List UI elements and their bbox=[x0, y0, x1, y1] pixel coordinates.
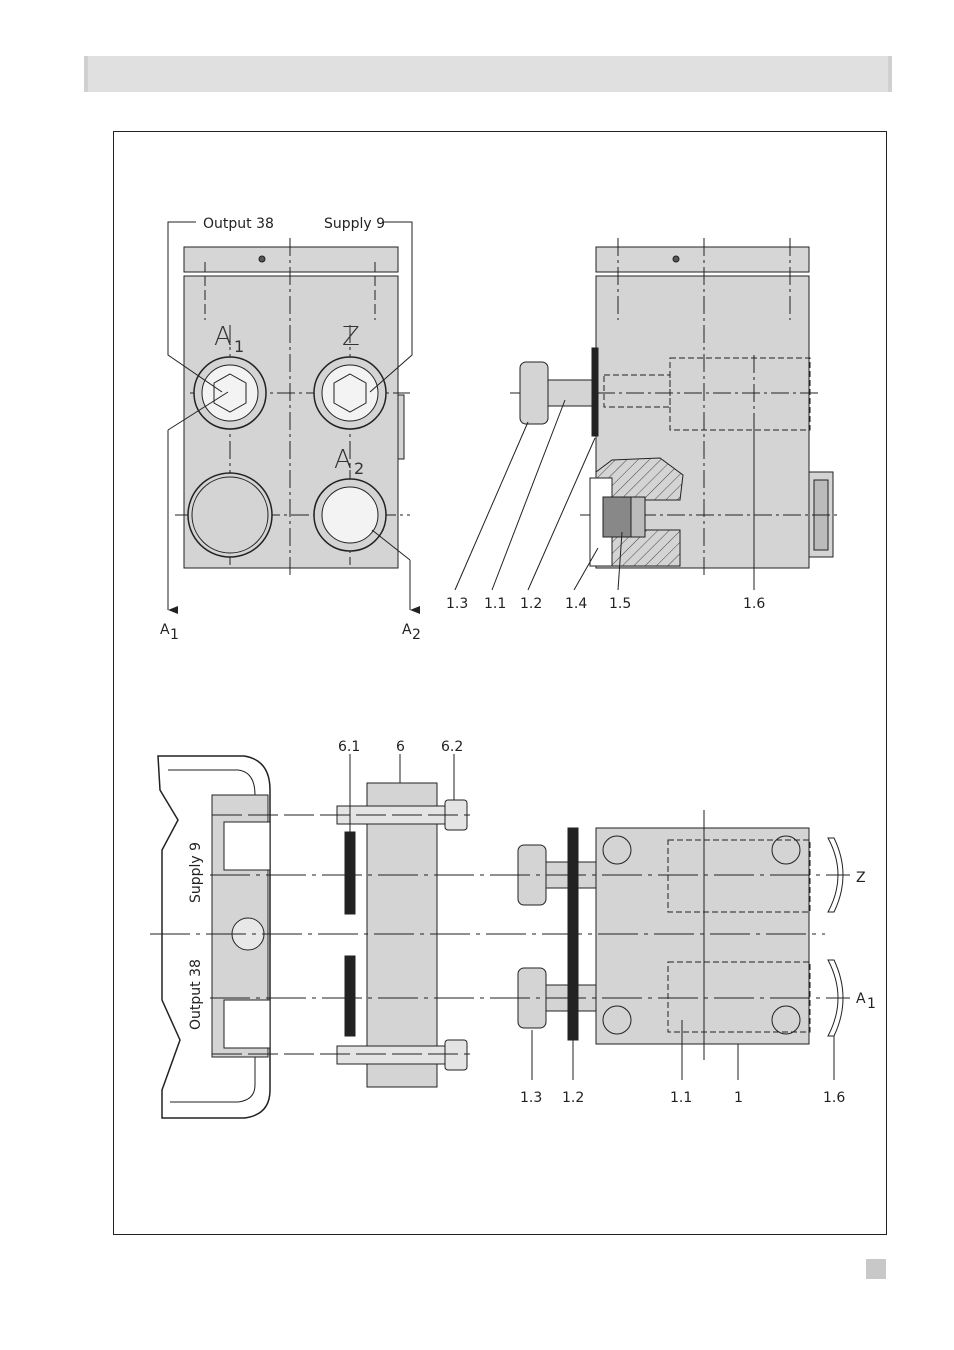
port-a1-label: A bbox=[214, 322, 232, 352]
part-label-6-1: 6.1 bbox=[338, 739, 360, 755]
part-label-1-1-top: 1.1 bbox=[484, 596, 506, 612]
part-label-6-2: 6.2 bbox=[441, 739, 463, 755]
arrow-a2-label: A bbox=[402, 622, 412, 638]
part-label-1-bottom: 1 bbox=[734, 1090, 743, 1106]
part-label-1-5-top: 1.5 bbox=[609, 596, 631, 612]
rotated-output-38: Output 38 bbox=[188, 959, 204, 1030]
port-a2-label: A bbox=[334, 445, 352, 475]
part-label-1-4-top: 1.4 bbox=[565, 596, 587, 612]
arrow-a2-sub: 2 bbox=[412, 627, 421, 643]
top-right-view bbox=[455, 238, 838, 590]
top-right-part-labels: 1.3 1.1 1.2 1.4 1.5 1.6 bbox=[446, 596, 765, 612]
arrow-a1-sub: 1 bbox=[170, 627, 179, 643]
arrow-a1-label: A bbox=[160, 622, 170, 638]
part-label-1-3-top: 1.3 bbox=[446, 596, 468, 612]
part-label-1-1-bottom: 1.1 bbox=[670, 1090, 692, 1106]
part-label-6: 6 bbox=[396, 739, 405, 755]
supply-9-label: Supply 9 bbox=[324, 216, 385, 232]
part-label-1-2-top: 1.2 bbox=[520, 596, 542, 612]
rotated-supply-9: Supply 9 bbox=[188, 842, 204, 903]
right-z-label: Z bbox=[856, 870, 866, 886]
right-a1-sub: 1 bbox=[867, 996, 876, 1012]
part-label-1-6-bottom: 1.6 bbox=[823, 1090, 845, 1106]
top-left-view bbox=[168, 222, 412, 610]
bottom-view bbox=[150, 754, 850, 1118]
port-a1-sub: 1 bbox=[234, 337, 244, 356]
output-38-label: Output 38 bbox=[203, 216, 274, 232]
part-label-1-3-bottom: 1.3 bbox=[520, 1090, 542, 1106]
port-z-label: Z bbox=[342, 322, 360, 352]
part-label-1-2-bottom: 1.2 bbox=[562, 1090, 584, 1106]
right-a1-label: A bbox=[856, 991, 866, 1007]
port-a2-sub: 2 bbox=[354, 459, 364, 478]
part-label-1-6-top: 1.6 bbox=[743, 596, 765, 612]
